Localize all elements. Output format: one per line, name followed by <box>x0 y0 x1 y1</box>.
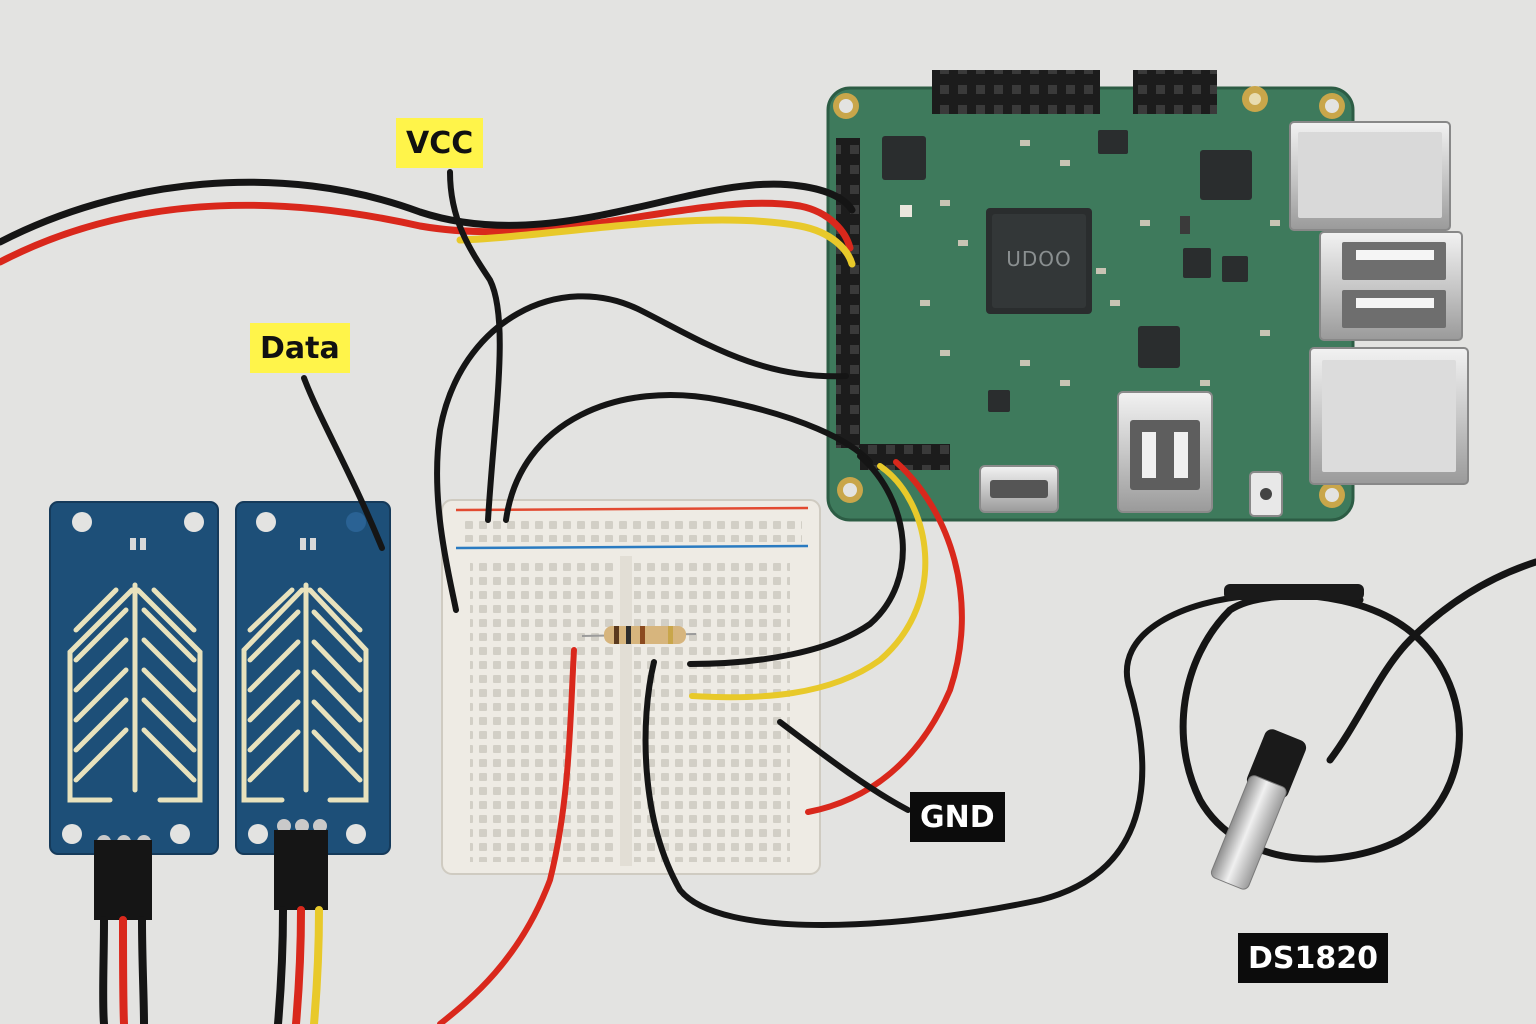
wires <box>0 169 1253 1024</box>
chip <box>882 136 926 180</box>
label-gnd: GND <box>910 792 1005 842</box>
udoo-board: UDOO <box>826 70 1469 522</box>
wire-yellow-right <box>689 463 929 701</box>
power-rail-negative <box>455 544 809 550</box>
wire-red-long <box>0 199 854 266</box>
wire-black-loop <box>434 293 849 613</box>
chip <box>1183 248 1211 278</box>
wire-probe-black <box>642 593 1253 928</box>
wire-data <box>301 375 385 551</box>
breadboard <box>441 499 821 875</box>
rain-sensor-right <box>235 501 391 855</box>
ds1820-probe <box>1179 558 1536 890</box>
wire-yellow-long <box>456 216 856 268</box>
wire-black-arc <box>503 392 873 523</box>
center-channel <box>620 556 632 866</box>
probe-tip <box>1210 775 1287 890</box>
wire-gnd <box>777 719 911 813</box>
label-vcc: VCC <box>396 118 484 168</box>
chip-marking: UDOO <box>1006 247 1072 271</box>
chip <box>988 390 1010 412</box>
wire-black-long <box>0 178 856 246</box>
wire-vcc <box>447 169 503 523</box>
chip <box>1138 326 1180 368</box>
chip <box>1098 130 1128 154</box>
smd-components <box>900 140 1280 386</box>
label-data: Data <box>250 323 350 373</box>
sensor-cable-right <box>274 830 328 1024</box>
wire-red-bottom <box>437 647 577 1024</box>
resistor <box>581 626 697 644</box>
rain-sensor-left <box>49 501 219 855</box>
wire-red-right <box>805 459 965 815</box>
wire-black-right <box>687 453 906 667</box>
power-rail-positive <box>455 506 809 512</box>
label-ds1820: DS1820 <box>1238 933 1389 983</box>
chip <box>1222 256 1248 282</box>
chip <box>1200 150 1252 200</box>
sensor-cable-left <box>94 840 152 1024</box>
